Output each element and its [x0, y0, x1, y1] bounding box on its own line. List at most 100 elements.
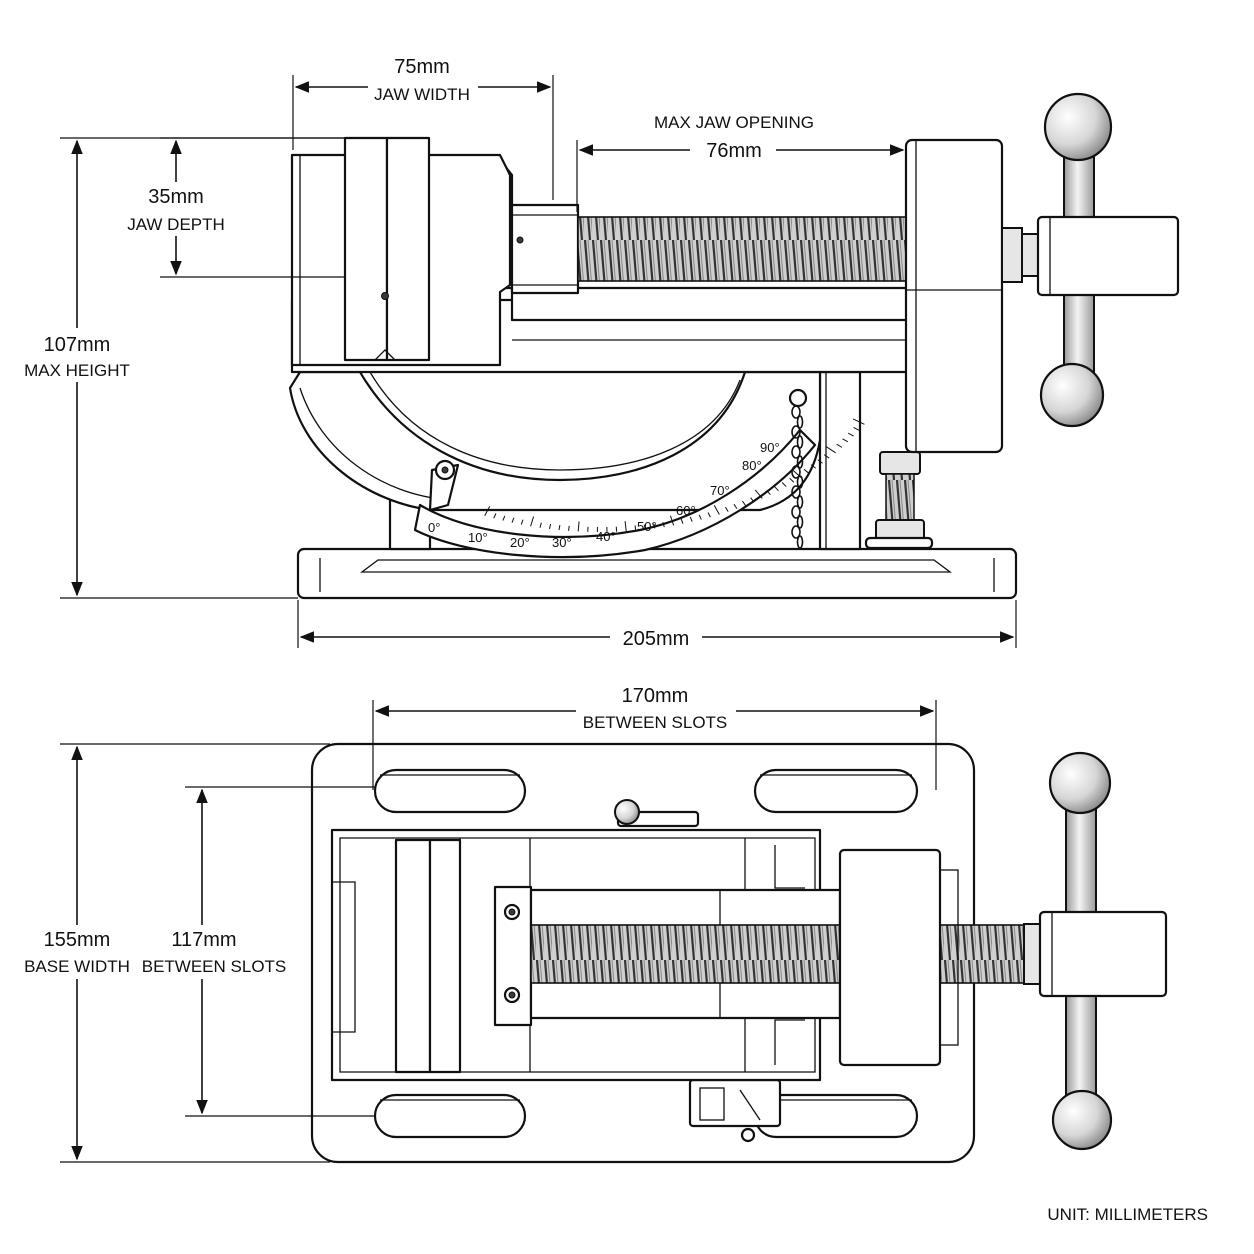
scale-tick: [852, 418, 865, 425]
scale-mark: 20°: [510, 535, 530, 550]
scale-tick: [484, 506, 491, 516]
scale-mark: 30°: [552, 535, 572, 550]
dim-length: 205mm: [297, 600, 1017, 650]
dim-base-width: 155mm BASE WIDTH: [20, 743, 330, 1163]
scale-tick: [766, 490, 771, 495]
scale-mark: 10°: [468, 530, 488, 545]
scale-tick: [803, 468, 809, 474]
scale-tick: [817, 459, 823, 464]
between-slots-y-label: BETWEEN SLOTS: [142, 957, 287, 976]
scale-tick: [789, 477, 795, 483]
scale-tick: [836, 443, 843, 448]
side-base-plate: [296, 547, 1018, 600]
scale-tick: [698, 514, 702, 520]
dim-max-height: 107mm MAX HEIGHT: [20, 137, 345, 599]
scale-tick: [624, 521, 627, 532]
scale-tick: [713, 505, 720, 515]
chain-link: [796, 495, 804, 509]
lock-lever: [614, 799, 700, 828]
scale-tick: [810, 464, 816, 469]
angle-lock-block: [688, 1078, 782, 1143]
unit-note: UNIT: MILLIMETERS: [1047, 1205, 1208, 1224]
jaw-width-label: JAW WIDTH: [374, 85, 470, 104]
scale-mark: 0°: [428, 520, 440, 535]
top-handle-knob-top: [1048, 751, 1112, 815]
scale-tick: [741, 500, 746, 506]
scale-tick: [493, 513, 497, 519]
handle-knob-bottom: [1039, 362, 1105, 428]
top-lead-screw: [530, 924, 1032, 984]
scale-tick: [634, 525, 637, 531]
scale-tick: [825, 445, 836, 454]
scale-tick: [662, 522, 665, 528]
dim-between-slots-y: 117mm BETWEEN SLOTS: [142, 786, 375, 1117]
max-height-value: 107mm: [44, 334, 111, 356]
chain-link: [791, 525, 801, 539]
scale-tick: [853, 427, 860, 431]
scale-tick: [669, 515, 675, 526]
top-jaws: [394, 838, 462, 1074]
scale-tick: [707, 512, 711, 518]
lock-screw: [864, 451, 934, 550]
mounting-slot: [753, 768, 919, 814]
chain-link: [796, 535, 804, 549]
scale-tick: [530, 516, 535, 527]
side-view: 0° 10° 20° 30° 40° 50° 60° 70° 80° 90°: [20, 56, 1180, 650]
scale-tick: [549, 523, 552, 530]
scale-mark: 40°: [596, 529, 616, 544]
scale-tick: [680, 518, 684, 524]
scale-tick: [689, 516, 693, 522]
chain-link: [796, 415, 804, 429]
scale-tick: [653, 523, 656, 529]
scale-tick: [558, 524, 561, 531]
dim-between-slots-x: 170mm BETWEEN SLOTS: [372, 685, 937, 790]
side-lead-screw: [577, 216, 909, 282]
scale-tick: [733, 503, 738, 509]
side-handle: [1001, 92, 1180, 428]
side-jaw: [343, 136, 431, 362]
chain-link: [791, 485, 801, 499]
scale-tick: [502, 515, 506, 521]
scale-tick: [847, 432, 854, 437]
scale-tick: [724, 506, 729, 512]
max-jaw-opening-label: MAX JAW OPENING: [654, 113, 814, 132]
scale-tick: [754, 489, 763, 499]
chain-link: [791, 405, 801, 419]
chain: [788, 388, 808, 549]
chain-link: [791, 505, 801, 519]
scale-tick: [539, 522, 542, 528]
jaw-width-value: 75mm: [394, 56, 450, 78]
top-handle: [1023, 751, 1168, 1151]
max-height-label: MAX HEIGHT: [24, 361, 130, 380]
chain-link: [796, 435, 804, 449]
scale-mark: 50°: [637, 519, 657, 534]
scale-mark: 70°: [710, 483, 730, 498]
scale-tick: [568, 525, 570, 531]
scale-tick: [781, 482, 787, 487]
scale-tick: [643, 524, 646, 530]
base-width-label: BASE WIDTH: [24, 957, 130, 976]
scale-tick: [823, 454, 830, 459]
dim-jaw-width: 75mm JAW WIDTH: [292, 56, 554, 200]
scale-mark: 80°: [742, 458, 762, 473]
scale-tick: [511, 517, 515, 523]
slide-collar: [510, 203, 580, 295]
max-jaw-opening-value: 76mm: [706, 140, 762, 162]
between-slots-y-value: 117mm: [171, 929, 236, 951]
scale-tick: [842, 438, 849, 443]
top-view: 170mm BETWEEN SLOTS 155mm BASE WIDTH 117…: [20, 685, 1168, 1164]
base-width-value: 155mm: [44, 929, 111, 951]
chain-link: [791, 425, 801, 439]
mounting-slot: [373, 768, 527, 814]
between-slots-x-value: 170mm: [622, 685, 689, 707]
jaw-depth-label: JAW DEPTH: [127, 215, 225, 234]
chain-link: [796, 475, 804, 489]
scale-tick: [577, 521, 580, 532]
scale-tick: [520, 519, 524, 525]
scale-mark: 60°: [676, 503, 696, 518]
top-movable-jaw: [838, 848, 959, 1067]
top-handle-knob-bottom: [1051, 1089, 1113, 1151]
handle-knob-top: [1043, 92, 1113, 162]
movable-jaw-block: [904, 138, 1004, 454]
